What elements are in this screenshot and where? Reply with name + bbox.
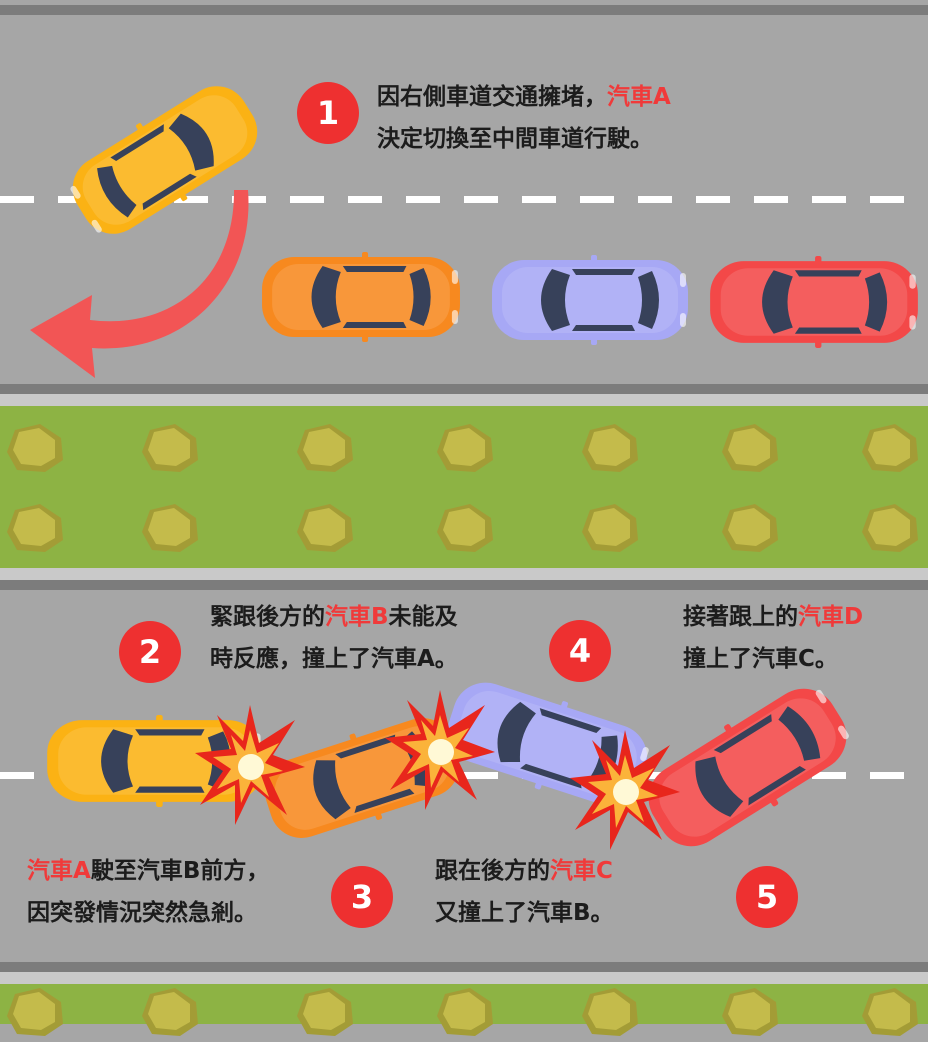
collision-burst-icon: [195, 705, 305, 825]
bush-icon: [5, 502, 65, 554]
step-2-text: 緊跟後方的汽車B未能及 時反應，撞上了汽車A。: [210, 596, 458, 680]
sidewalk: [0, 972, 928, 984]
car-d: [708, 256, 920, 348]
lane-divider: [0, 196, 928, 203]
step-badge-1: 1: [297, 82, 359, 144]
text: 跟在後方的: [435, 858, 550, 884]
road-curb: [0, 962, 928, 972]
step-4-text: 接著跟上的汽車D 撞上了汽車C。: [683, 596, 863, 680]
highlight-car-d: 汽車D: [798, 604, 864, 630]
bush-icon: [295, 422, 355, 474]
highlight-car-b: 汽車B: [325, 604, 389, 630]
road-curb: [0, 580, 928, 590]
collision-burst-icon: [385, 690, 495, 810]
bush-icon: [140, 422, 200, 474]
highlight-car-a: 汽車A: [27, 858, 91, 884]
text: 撞上了汽車C。: [683, 646, 838, 672]
car-a-crashed: [45, 715, 265, 807]
step-5-text: 跟在後方的汽車C 又撞上了汽車B。: [435, 850, 614, 934]
car-a: [56, 69, 273, 251]
step-badge-4: 4: [549, 620, 611, 682]
step-1-text: 因右側車道交通擁堵，汽車A 決定切換至中間車道行駛。: [377, 76, 671, 160]
text: 緊跟後方的: [210, 604, 325, 630]
car-d-crashed: [631, 670, 864, 864]
bush-icon: [295, 502, 355, 554]
bush-icon: [860, 986, 920, 1038]
text: 因突發情況突然急剎。: [27, 900, 257, 926]
step-badge-3: 3: [331, 866, 393, 928]
sidewalk: [0, 568, 928, 580]
step-3-text: 汽車A駛至汽車B前方， 因突發情況突然急剎。: [27, 850, 269, 934]
bush-icon: [720, 502, 780, 554]
bush-icon: [295, 986, 355, 1038]
car-c: [490, 255, 690, 345]
step-badge-5: 5: [736, 866, 798, 928]
bush-icon: [435, 986, 495, 1038]
text: 因右側車道交通擁堵，: [377, 84, 607, 110]
bush-icon: [580, 502, 640, 554]
bush-icon: [435, 422, 495, 474]
bush-icon: [5, 986, 65, 1038]
bush-icon: [140, 502, 200, 554]
road-curb: [0, 384, 928, 394]
text: 駛至汽車B前方，: [90, 858, 270, 884]
text: 決定切換至中間車道行駛。: [377, 126, 653, 152]
text: 時反應，撞上了汽車A。: [210, 646, 458, 672]
highlight-car-a: 汽車A: [607, 84, 671, 110]
text: 未能及: [388, 604, 458, 630]
bush-icon: [580, 422, 640, 474]
collision-burst-icon: [570, 730, 680, 850]
bush-icon: [860, 422, 920, 474]
bush-icon: [860, 502, 920, 554]
bush-icon: [5, 422, 65, 474]
car-b: [260, 252, 462, 342]
bush-icon: [140, 986, 200, 1038]
turn-arrow-icon: [30, 190, 249, 378]
step-badge-2: 2: [119, 621, 181, 683]
bush-icon: [435, 502, 495, 554]
sidewalk: [0, 394, 928, 406]
highlight-car-c: 汽車C: [550, 858, 613, 884]
text: 接著跟上的: [683, 604, 798, 630]
bush-icon: [720, 986, 780, 1038]
bush-icon: [720, 422, 780, 474]
text: 又撞上了汽車B。: [435, 900, 614, 926]
road-curb-top: [0, 5, 928, 15]
bush-icon: [580, 986, 640, 1038]
